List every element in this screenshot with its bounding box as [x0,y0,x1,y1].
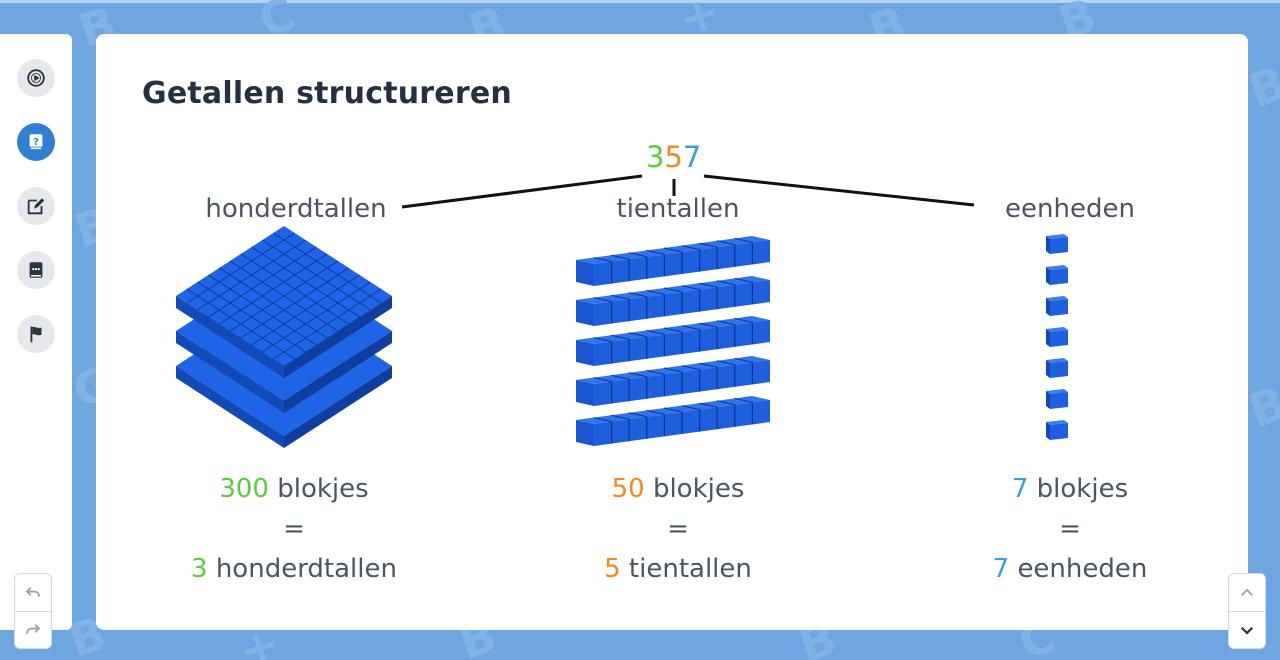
caption-tens-equals: = [667,514,689,544]
caption-hundreds-equals: = [283,514,305,544]
unit-cube [1046,234,1068,254]
play-circle-icon[interactable] [17,59,55,97]
page-title: Getallen structureren [142,76,512,111]
tens-rod [576,236,770,286]
caption-units-equals: = [1059,514,1081,544]
caption-tens-result: 5 tientallen [604,554,752,584]
label-hundreds: honderdtallen [205,194,387,224]
hundreds-digit: 3 [646,140,665,174]
redo-icon[interactable] [15,611,51,648]
units-digit: 7 [682,140,702,174]
svg-text:?: ? [33,137,39,148]
unit-cube [1046,420,1068,440]
tens-rod [576,356,770,406]
question-book-icon[interactable]: ? [17,123,55,161]
line-units [703,174,975,207]
chat-book-icon[interactable] [17,251,55,289]
label-units: eenheden [1005,194,1135,224]
line-hundreds [401,174,643,209]
tens-rod [576,316,770,366]
undo-icon[interactable] [15,574,51,611]
chevron-up-icon[interactable] [1229,574,1265,611]
unit-cube [1046,358,1068,378]
chevron-down-icon[interactable] [1229,611,1265,648]
caption-units-count: 7 blokjes [1011,474,1129,504]
caption-hundreds-result: 3 honderdtallen [191,554,397,584]
sidebar: ? [0,34,72,630]
edit-icon[interactable] [17,187,55,225]
content-card: Getallen structureren 357 honderdtallen … [96,34,1248,630]
caption-units-result: 7 eenheden [992,554,1148,584]
hundreds-blocks [176,226,392,448]
unit-cube [1046,327,1068,347]
connector-lines [401,174,975,209]
unit-cube [1046,265,1068,285]
label-tens: tientallen [616,194,740,224]
flag-icon[interactable] [17,315,55,353]
tens-digit: 5 [664,140,683,174]
tens-rod [576,396,770,446]
tens-blocks [576,236,770,446]
undo-redo-group [14,573,52,649]
hundreds-flat-1 [176,226,392,378]
slide-nav-group [1228,573,1266,649]
caption-tens-count: 50 blokjes [611,474,745,504]
caption-hundreds-count: 300 blokjes [219,474,369,504]
units-blocks [1046,234,1068,440]
top-border [0,0,1280,3]
tens-rod [576,276,770,326]
number-357: 357 [646,140,701,174]
unit-cube [1046,296,1068,316]
unit-cube [1046,389,1068,409]
